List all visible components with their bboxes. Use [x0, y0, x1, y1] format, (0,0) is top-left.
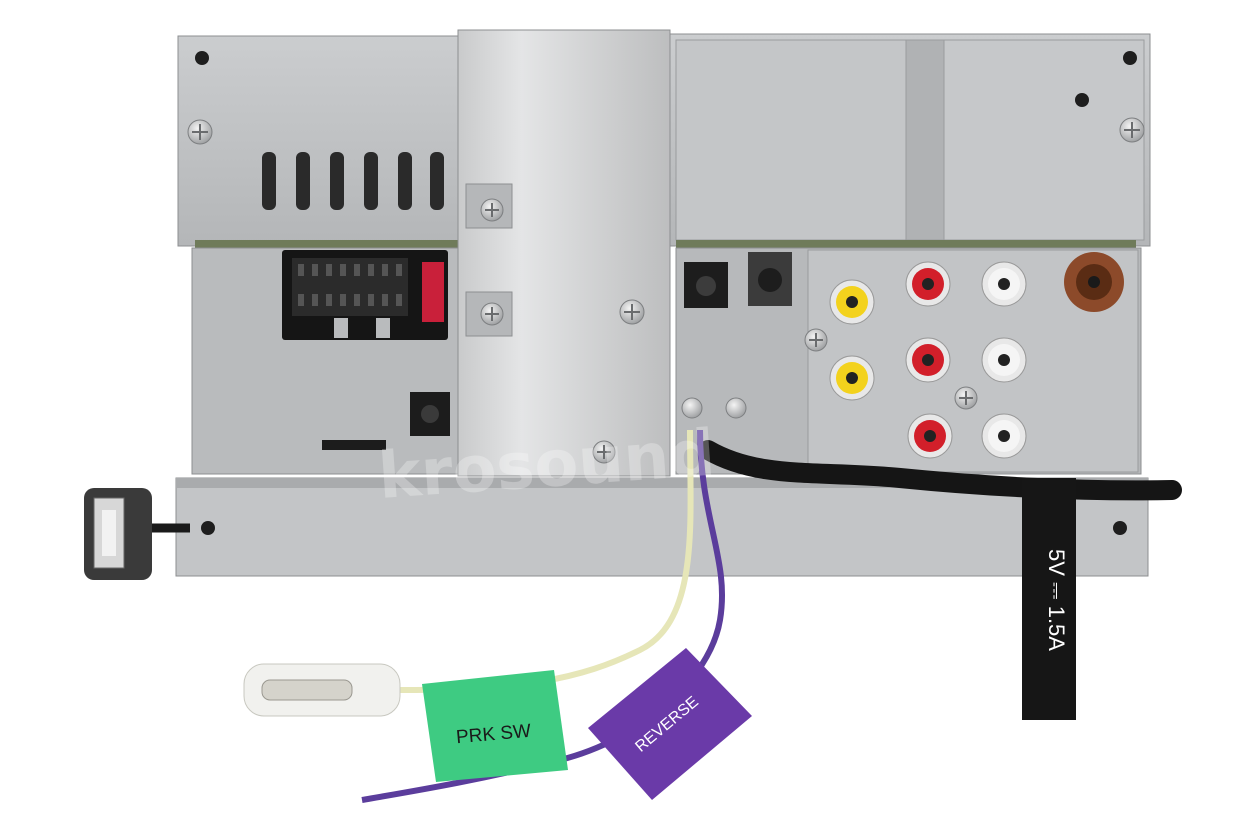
screws — [187, 117, 1145, 464]
screw — [187, 119, 213, 145]
spade-terminal — [243, 663, 401, 717]
upper-left-panel — [177, 35, 461, 247]
screw — [480, 302, 504, 326]
mounting-holes — [195, 51, 1137, 535]
rca-front-left — [981, 337, 1027, 383]
usb-port — [93, 497, 125, 569]
black-cable — [698, 440, 1182, 501]
screw — [681, 397, 703, 419]
screw — [1119, 117, 1145, 143]
prk-sw-tag — [422, 670, 568, 782]
rca-video-out — [829, 279, 875, 325]
steering-remote-jack — [322, 392, 450, 450]
rca-front-right — [905, 337, 951, 383]
vent-slots — [262, 152, 444, 210]
main-harness-connector — [282, 250, 448, 340]
rca-sub-left — [981, 413, 1027, 459]
rca-sub-right — [907, 413, 953, 459]
fuse — [422, 262, 444, 322]
reverse-tag — [588, 648, 752, 800]
av-in-jack — [748, 252, 792, 306]
usb-cable — [84, 488, 190, 580]
rca-jacks — [829, 252, 1124, 459]
screw — [725, 397, 747, 419]
screw — [480, 198, 504, 222]
rca-camera-in — [829, 355, 875, 401]
mic-jack — [684, 262, 728, 308]
antenna-jack — [1064, 252, 1124, 312]
usb-rating-tag — [1022, 478, 1076, 720]
screw — [619, 299, 645, 325]
rca-rear-left — [981, 261, 1027, 307]
rca-rear-right — [905, 261, 951, 307]
screw — [592, 440, 616, 464]
screw — [954, 386, 978, 410]
usb-rating-label: 5V ⎓ 1.5A — [1044, 549, 1069, 651]
mounting-bracket — [457, 29, 671, 477]
screw — [804, 328, 828, 352]
